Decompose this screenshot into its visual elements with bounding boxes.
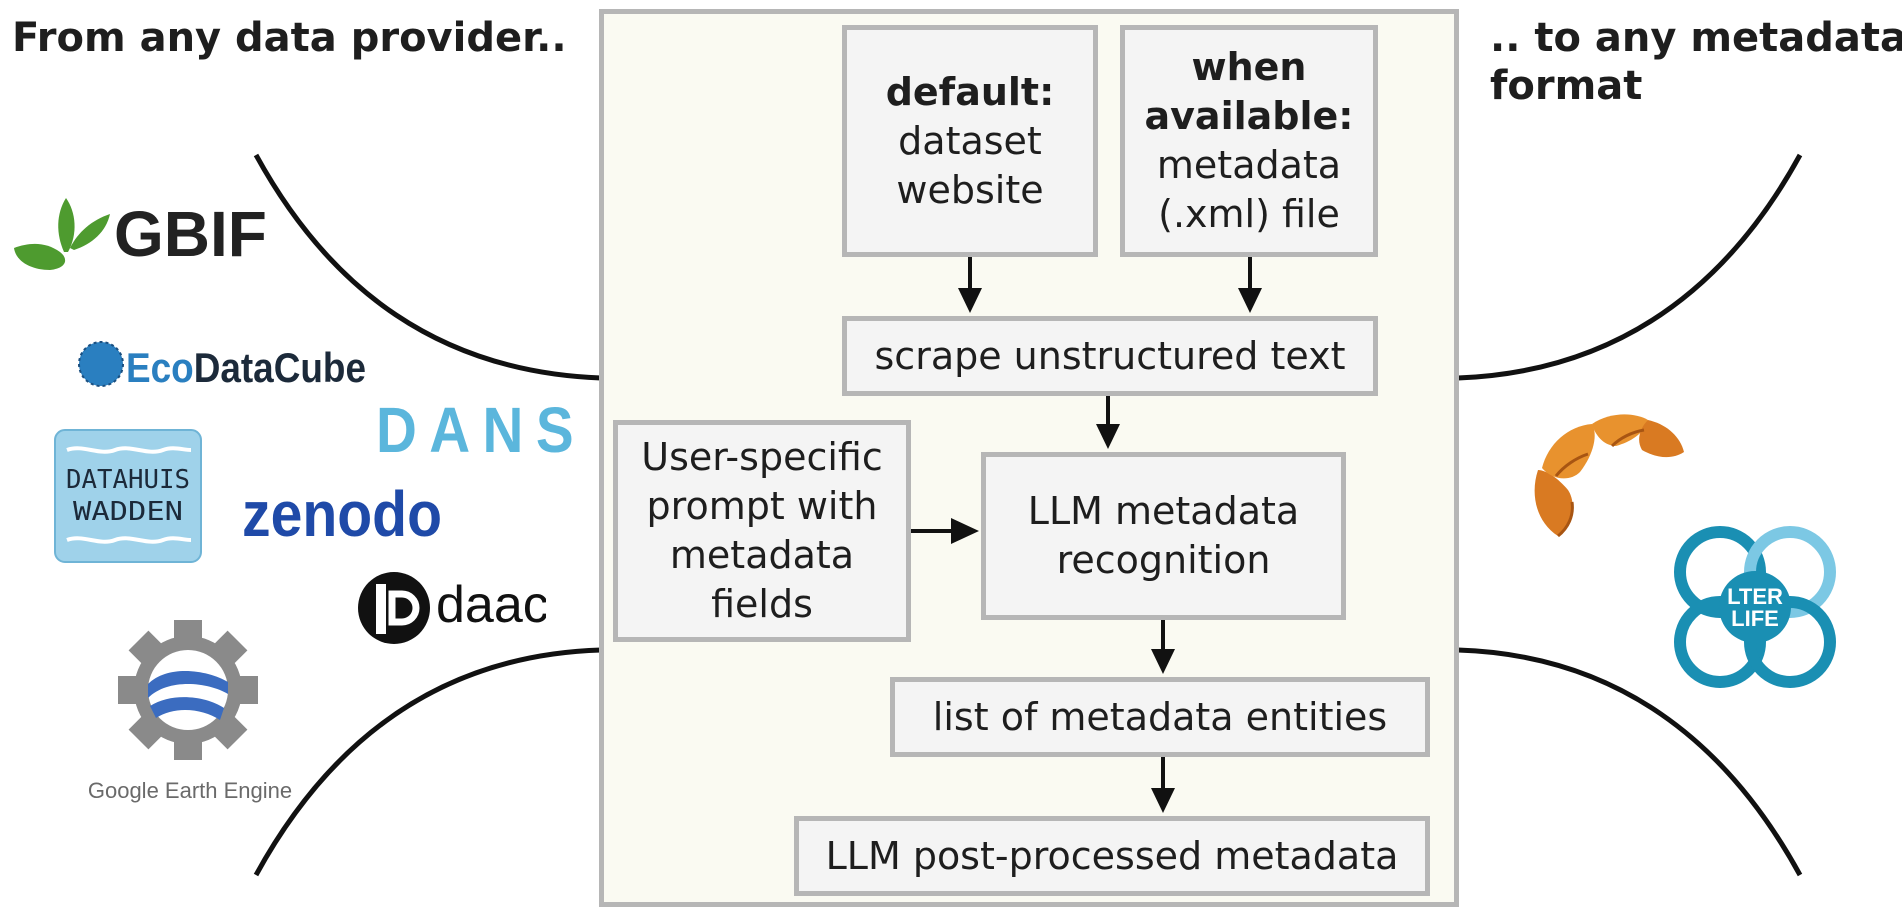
- available-text-line-2: (.xml) file: [1158, 192, 1340, 236]
- post-processed-box: LLM post-processed metadata: [794, 816, 1430, 896]
- default-label: default:: [885, 69, 1055, 114]
- ecodatacube-label-a: Eco: [126, 344, 194, 391]
- available-label-line-2: available:: [1144, 94, 1354, 138]
- google-earth-engine-logo: Google Earth Engine: [88, 620, 292, 803]
- prompt-box: User-specific prompt with metadata field…: [613, 420, 911, 642]
- arrow-available-to-scrape: [1238, 257, 1262, 313]
- gbif-label: GBIF: [114, 198, 267, 270]
- available-source-box: when available: metadata (.xml) file: [1120, 25, 1378, 257]
- lpdaac-label: daac: [436, 576, 546, 634]
- datahuis-wadden-logo: DATAHUIS WADDEN: [54, 429, 202, 563]
- dans-label: DANS: [376, 398, 586, 458]
- available-label-line-1: when: [1191, 45, 1307, 89]
- croissant-icon: [1534, 414, 1684, 538]
- available-text-line-1: metadata: [1156, 143, 1342, 187]
- lter-life-logo: LTER LIFE: [1674, 526, 1836, 688]
- entities-label: list of metadata entities: [932, 694, 1388, 739]
- zenodo-label: zenodo: [242, 478, 442, 550]
- arrow-default-to-scrape: [958, 257, 982, 313]
- default-text-line-2: website: [896, 167, 1044, 212]
- arrow-entities-to-post: [1151, 757, 1175, 813]
- prompt-line-3: metadata: [669, 533, 855, 577]
- ecodatacube-label-b: DataCube: [194, 344, 366, 391]
- default-source-box: default: dataset website: [842, 25, 1098, 257]
- scrape-box: scrape unstructured text: [842, 316, 1378, 396]
- datahuis-line-1: DATAHUIS: [66, 465, 190, 495]
- recognition-line-1: LLM metadata: [1027, 489, 1300, 533]
- lpdaac-logo: daac: [358, 572, 546, 644]
- ecodatacube-logo: EcoDataCube: [78, 341, 366, 391]
- lter-line-1: LTER: [1727, 584, 1783, 609]
- arrow-prompt-to-recognition: [911, 518, 979, 544]
- lter-line-2: LIFE: [1731, 606, 1779, 631]
- prompt-line-2: prompt with: [646, 484, 878, 528]
- arrow-scrape-to-recognition: [1096, 396, 1120, 449]
- arrow-recognition-to-entities: [1151, 620, 1175, 674]
- dans-logo: DANS: [376, 398, 586, 458]
- zenodo-logo: zenodo: [242, 478, 442, 550]
- gee-label: Google Earth Engine: [88, 778, 292, 803]
- datahuis-line-2: WADDEN: [73, 497, 183, 527]
- prompt-line-4: fields: [711, 582, 813, 626]
- default-text-line-1: dataset: [898, 118, 1042, 163]
- gbif-logo: GBIF: [14, 198, 267, 270]
- left-heading: From any data provider..: [12, 15, 567, 61]
- prompt-line-1: User-specific: [641, 435, 883, 479]
- recognition-box: LLM metadata recognition: [981, 452, 1346, 620]
- right-heading: .. to any metadata format: [1490, 15, 1902, 109]
- scrape-label: scrape unstructured text: [874, 333, 1346, 378]
- entities-box: list of metadata entities: [890, 677, 1430, 757]
- svg-text:EcoDataCube: EcoDataCube: [126, 344, 366, 391]
- post-processed-label: LLM post-processed metadata: [825, 833, 1399, 878]
- recognition-line-2: recognition: [1056, 538, 1271, 582]
